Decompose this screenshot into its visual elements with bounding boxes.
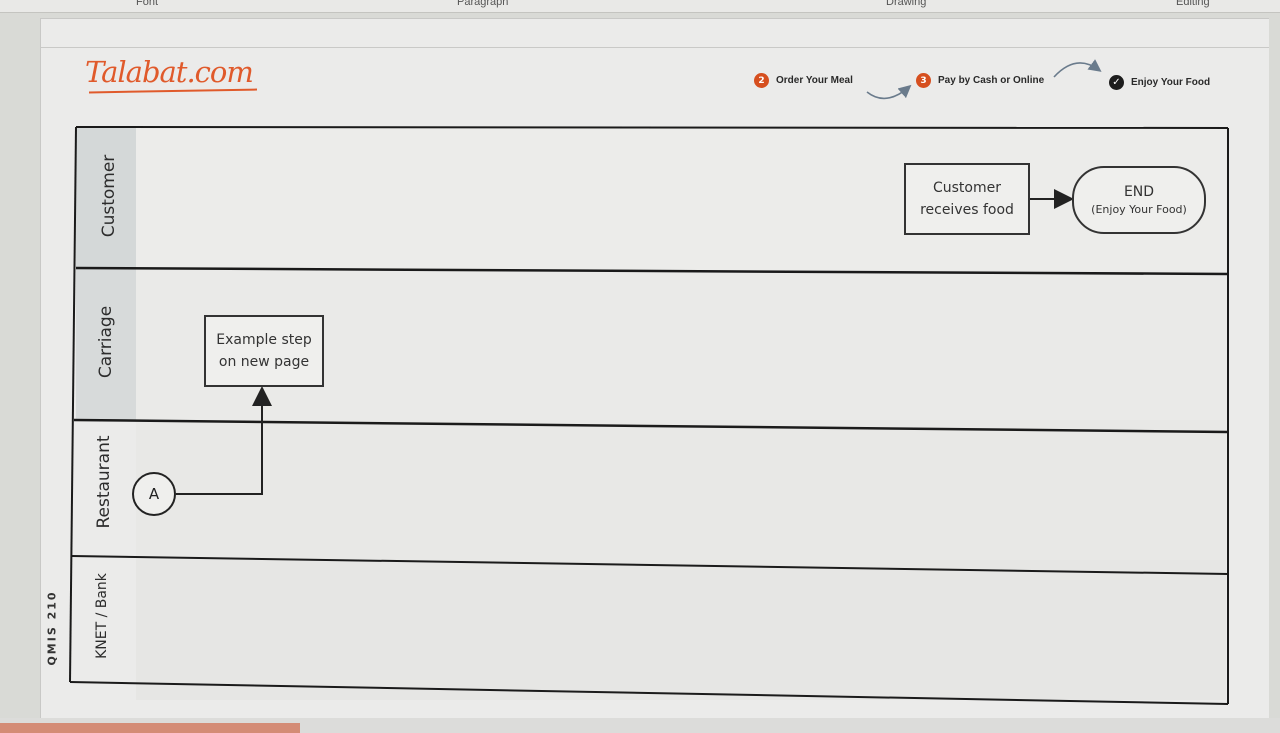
step-arrows	[866, 59, 1102, 100]
node-text: (Enjoy Your Food)	[1091, 203, 1187, 216]
node-text: Customer	[932, 180, 1001, 196]
swimlane-grid	[69, 126, 1229, 705]
lane-header-customer	[76, 128, 136, 270]
header-rule	[41, 47, 1269, 48]
margin-code: QMIS 210	[45, 590, 59, 666]
node-text: on new page	[218, 354, 310, 370]
node-text: END	[1123, 184, 1155, 200]
step-enjoy: ✓ Enjoy Your Food	[1109, 75, 1210, 90]
step-order-meal: 2 Order Your Meal	[754, 73, 853, 88]
curved-arrow-icon	[1053, 59, 1102, 78]
node-example-step[interactable]: Example step on new page	[204, 315, 324, 387]
lane-body-knet	[136, 560, 1226, 700]
step-number-badge: 3	[916, 73, 931, 88]
lane-label-carriage: Carriage	[96, 305, 116, 379]
step-label: Pay by Cash or Online	[938, 75, 1045, 86]
ribbon-group-paragraph[interactable]: Paragraph	[457, 0, 509, 8]
step-label: Order Your Meal	[776, 75, 853, 86]
node-text: Example step	[216, 332, 312, 348]
lane-label-restaurant: Restaurant	[94, 435, 114, 529]
lane-body-restaurant	[136, 420, 1226, 560]
curved-arrow-icon	[866, 84, 912, 100]
step-pay: 3 Pay by Cash or Online	[916, 73, 1044, 88]
word-ribbon-strip: Font Paragraph Drawing Editing	[0, 0, 1280, 13]
lane-label-knet-bank: KNET / Bank	[94, 573, 110, 659]
ribbon-group-drawing[interactable]: Drawing	[886, 0, 927, 8]
connector-label: A	[148, 485, 160, 503]
step-label: Enjoy Your Food	[1131, 77, 1211, 88]
taskbar	[0, 718, 1280, 733]
lane-header-carriage	[76, 270, 136, 420]
step-number-badge: 2	[754, 73, 769, 88]
check-icon: ✓	[1109, 75, 1124, 90]
flow-arrow	[176, 386, 272, 495]
ribbon-group-font[interactable]: Font	[136, 0, 159, 8]
swimlane-diagram: Customer Carriage Restaurant KNET / Bank…	[68, 124, 1230, 708]
connector-a[interactable]: A	[132, 472, 176, 516]
talabat-logo: Talabat.com	[85, 55, 254, 89]
node-customer-receives-food[interactable]: Customer receives food	[904, 163, 1030, 235]
ribbon-group-editing[interactable]: Editing	[1176, 0, 1210, 8]
lane-label-customer: Customer	[99, 154, 119, 238]
node-end[interactable]: END (Enjoy Your Food)	[1072, 166, 1206, 234]
node-text: receives food	[920, 202, 1014, 218]
taskbar-accent	[0, 723, 300, 733]
